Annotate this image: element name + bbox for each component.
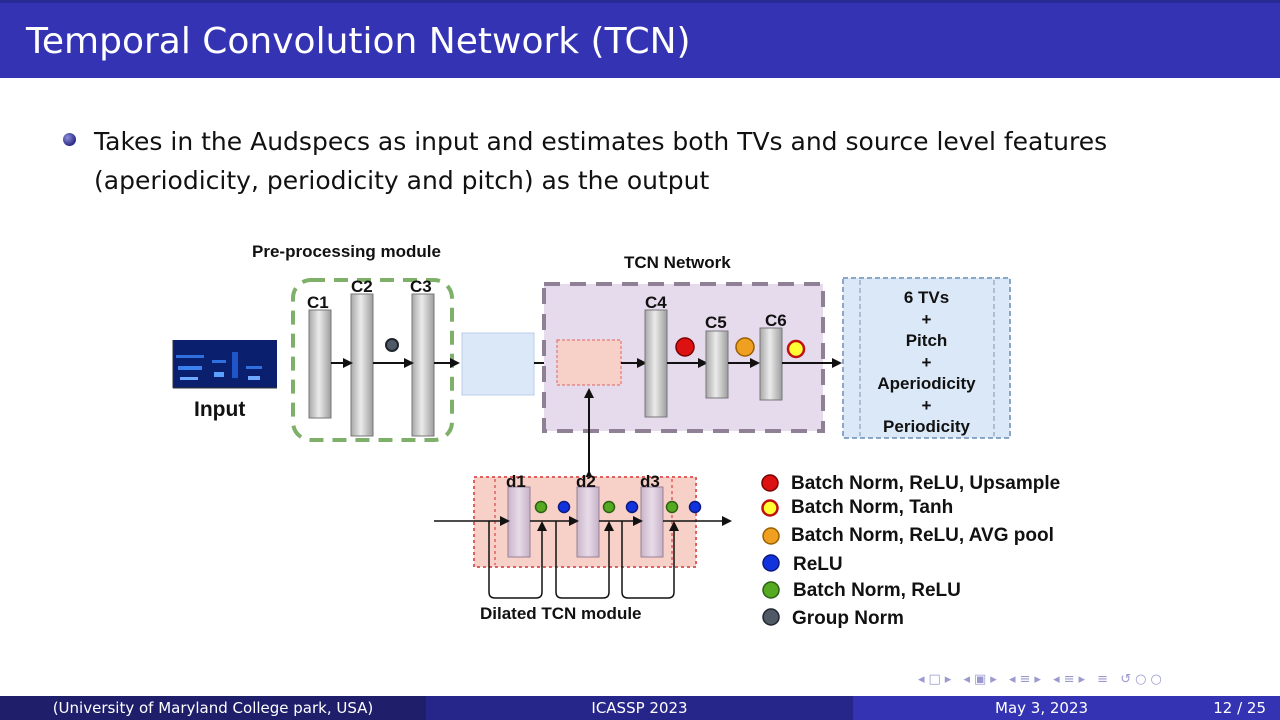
legend-dot-relu	[762, 554, 780, 572]
bn-relu-dot	[665, 500, 679, 514]
c3-label: C3	[410, 277, 432, 296]
legend-dot-tanh	[761, 499, 779, 517]
legend-text-bn-relu: Batch Norm, ReLU	[793, 580, 961, 601]
d2-layer	[576, 486, 600, 558]
footer-conference: ICASSP 2023	[426, 696, 853, 720]
output-list: 6 TVs + Pitch + Aperiodicity + Periodici…	[843, 287, 1010, 438]
c5-label: C5	[705, 313, 727, 332]
tanh-dot	[786, 339, 806, 359]
c6-label: C6	[765, 311, 787, 330]
footer: (University of Maryland College park, US…	[0, 696, 1280, 720]
nav-subsection-icon[interactable]: ◂≡▸	[1053, 672, 1090, 687]
d2-label: d2	[576, 472, 596, 491]
nav-align-icon[interactable]: ≡	[1097, 672, 1113, 687]
navigation-bar: ◂□▸ ◂▣▸ ◂≡▸ ◂≡▸ ≡ ↺○○	[918, 672, 1166, 687]
output-pitch: Pitch	[905, 331, 948, 350]
title-bar: Temporal Convolution Network (TCN)	[0, 0, 1280, 78]
bullet-text: Takes in the Audspecs as input and estim…	[94, 127, 1108, 195]
legend-dot-groupnorm	[762, 608, 780, 626]
output-plus: +	[921, 352, 932, 372]
avgpool-dot	[735, 337, 755, 357]
c4-layer	[644, 309, 668, 418]
input-spectrogram	[172, 340, 277, 389]
nav-prev-icon[interactable]: ◂▣▸	[963, 672, 1001, 687]
preprocessing-label: Pre-processing module	[252, 242, 441, 261]
d1-layer	[507, 486, 531, 558]
relu-dot	[688, 500, 702, 514]
group-norm-dot	[385, 338, 399, 352]
output-box	[842, 277, 1011, 439]
dilated-tcn-block	[556, 339, 622, 386]
legend-dot-avgpool	[762, 527, 780, 545]
output-tvs: 6 TVs	[903, 288, 950, 307]
c2-layer	[350, 293, 374, 437]
relu-dot	[625, 500, 639, 514]
footer-date: May 3, 2023	[995, 699, 1089, 717]
c2-label: C2	[351, 277, 373, 296]
search-icon[interactable]: ↺○○	[1120, 672, 1166, 687]
c1-label: C1	[307, 293, 329, 312]
slide-title: Temporal Convolution Network (TCN)	[26, 21, 691, 62]
footer-page-number: 12 / 25	[1213, 699, 1266, 717]
legend	[761, 474, 780, 626]
legend-text-relu: ReLU	[793, 554, 843, 575]
intermediate-box	[461, 332, 535, 396]
output-aperiodicity: Aperiodicity	[877, 374, 976, 393]
nav-section-icon[interactable]: ◂≡▸	[1008, 672, 1045, 687]
bn-relu-dot	[534, 500, 548, 514]
skip-connection	[488, 521, 547, 599]
footer-affiliation: (University of Maryland College park, US…	[0, 696, 426, 720]
output-plus: +	[921, 395, 932, 415]
skip-connection	[621, 521, 679, 599]
bn-relu-dot	[602, 500, 616, 514]
legend-text-avgpool: Batch Norm, ReLU, AVG pool	[791, 525, 1054, 546]
c3-layer	[411, 293, 435, 437]
legend-text-upsample: Batch Norm, ReLU, Upsample	[791, 473, 1061, 494]
dilated-module-label: Dilated TCN module	[480, 604, 642, 623]
c6-layer	[759, 327, 783, 401]
output-periodicity: Periodicity	[883, 417, 970, 436]
d3-layer	[640, 486, 664, 558]
input-label: Input	[194, 398, 246, 421]
d1-label: d1	[506, 472, 526, 491]
c1-layer	[308, 309, 332, 419]
relu-dot	[557, 500, 571, 514]
d3-label: d3	[640, 472, 660, 491]
footer-right: May 3, 2023 12 / 25	[853, 696, 1280, 720]
c4-label: C4	[645, 293, 667, 312]
legend-text-tanh: Batch Norm, Tanh	[791, 497, 954, 518]
legend-text-groupnorm: Group Norm	[792, 608, 904, 629]
tcn-network-label: TCN Network	[624, 253, 731, 272]
bullet-icon	[63, 133, 76, 146]
skip-connection	[555, 521, 614, 599]
output-plus: +	[921, 309, 932, 329]
upsample-dot	[675, 337, 695, 357]
legend-dot-bn-relu	[762, 581, 780, 599]
nav-first-icon[interactable]: ◂□▸	[918, 672, 956, 687]
legend-dot-upsample	[761, 474, 779, 492]
c5-layer	[705, 330, 729, 399]
